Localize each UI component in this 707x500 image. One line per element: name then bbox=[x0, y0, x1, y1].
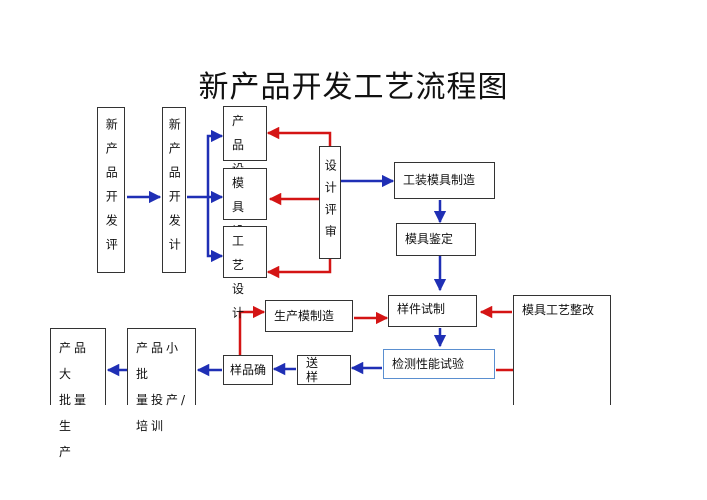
node-mold-process-improvement: 模具工艺整改 bbox=[513, 295, 611, 405]
node-process-design: 工 艺 设计 bbox=[223, 226, 267, 320]
node-small-batch-line1: 产品小批 bbox=[136, 341, 182, 381]
node-mass-production: 产品大 批量生 产 bbox=[50, 328, 106, 459]
arrow-confirm-to-prodmold bbox=[238, 305, 266, 356]
arrow-review-to-process bbox=[266, 259, 332, 279]
node-mass-production-line3: 产 bbox=[59, 445, 75, 459]
node-small-batch: 产品小批 量投产/ 培训 bbox=[127, 328, 196, 433]
node-product-design: 产 品 设计 bbox=[223, 106, 267, 200]
node-new-product-review: 新产品开发评 bbox=[97, 107, 125, 273]
node-performance-test: 检测性能试验 bbox=[383, 349, 495, 379]
page-title: 新产品开发工艺流程图 bbox=[198, 70, 509, 105]
node-small-batch-line2: 量投产/ bbox=[136, 393, 189, 407]
node-sample-confirm: 样品确 bbox=[223, 355, 273, 385]
node-mass-production-line1: 产品大 bbox=[59, 341, 90, 381]
node-design-review: 设计评审 bbox=[319, 146, 341, 259]
node-tooling-mold-making: 工装模具制造 bbox=[394, 162, 495, 199]
node-mold-design: 模 具 设计 bbox=[223, 168, 267, 262]
node-process-design-line2: 设计 bbox=[232, 282, 249, 320]
node-new-product-design: 新产品开发计 bbox=[162, 107, 186, 273]
node-process-design-line1: 工 艺 bbox=[232, 234, 249, 272]
node-mold-inspection: 模具鉴定 bbox=[396, 223, 476, 256]
node-mold-design-line1: 模 具 bbox=[232, 176, 249, 214]
arrow-design-to-process bbox=[206, 197, 224, 263]
node-sample-send: 送 样 bbox=[297, 355, 351, 385]
node-product-design-line1: 产 品 bbox=[232, 114, 249, 152]
node-production-mold-making: 生产模制造 bbox=[265, 300, 353, 332]
arrow-review-to-product bbox=[266, 126, 332, 146]
node-sample-trial: 样件试制 bbox=[388, 295, 477, 327]
node-mass-production-line2: 批量生 bbox=[59, 393, 90, 433]
node-small-batch-line3: 培训 bbox=[136, 419, 167, 433]
arrow-design-to-product bbox=[187, 129, 224, 199]
